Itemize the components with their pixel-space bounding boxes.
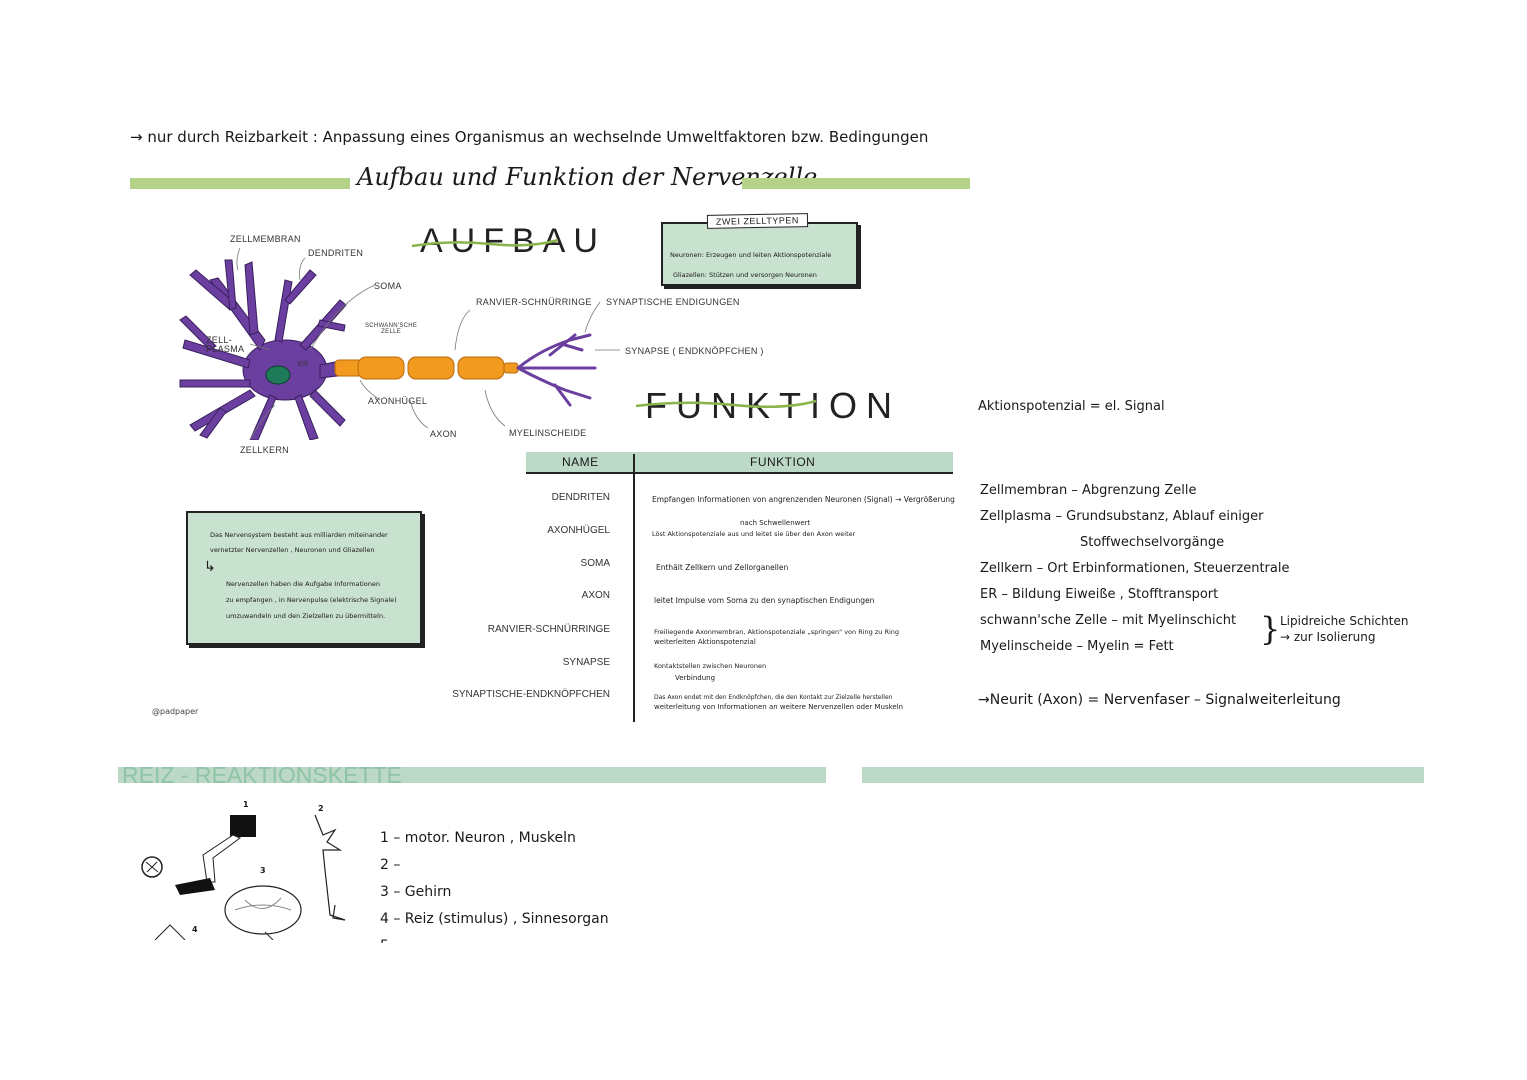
table-row-funktion: Das Axon endet mit den Endknöpfchen, die… xyxy=(654,694,892,701)
table-row-note: Verbindung xyxy=(675,674,715,682)
function-table: NAME FUNKTION DENDRITEN AXONHÜGEL SOMA A… xyxy=(470,452,955,727)
note-zellkern: Zellkern – Ort Erbinformationen, Steuerz… xyxy=(980,556,1520,582)
title-bar-left xyxy=(130,178,350,189)
table-row-funktion: Freiliegende Axonmembran, Aktionspotenzi… xyxy=(654,628,899,636)
fig-number: 4 xyxy=(192,925,198,934)
table-row-funktion: Kontaktstellen zwischen Neuronen xyxy=(654,662,766,670)
table-row-funktion: Empfangen Informationen von angrenzenden… xyxy=(652,495,955,504)
table-row-note: weiterleiten Aktionspotenzial xyxy=(654,638,756,646)
table-row-name: SYNAPTISCHE-ENDKNÖPFCHEN xyxy=(450,689,610,700)
note-aktionspotenzial: Aktionspotenzial = el. Signal xyxy=(978,399,1165,414)
nervensystem-box: Das Nervensystem besteht aus milliarden … xyxy=(186,511,422,645)
table-row-name: AXONHÜGEL xyxy=(500,525,610,536)
table-row-name: AXON xyxy=(500,590,610,601)
table-row-funktion: Löst Aktionspotenziale aus und leitet si… xyxy=(652,530,855,538)
note-neurit: →Neurit (Axon) = Nervenfaser – Signalwei… xyxy=(978,692,1341,708)
right-notes: Zellmembran – Abgrenzung Zelle Zellplasm… xyxy=(980,478,1520,668)
note-er: ER – Bildung Eiweiße , Stofftransport xyxy=(980,582,1520,608)
table-row-name: SYNAPSE xyxy=(500,657,610,668)
note-schwann: schwann'sche Zelle – mit Myelinschicht xyxy=(980,608,1520,634)
intro-text: nur durch Reizbarkeit : Anpassung eines … xyxy=(147,128,928,146)
note-zellplasma: Zellplasma – Grundsubstanz, Ablauf einig… xyxy=(980,504,1520,530)
nervensystem-line1: Das Nervensystem besteht aus milliarden … xyxy=(210,531,388,539)
note-myelin: Myelinscheide – Myelin = Fett xyxy=(980,634,1520,660)
table-row-name: DENDRITEN xyxy=(500,492,610,503)
reiz-bar-right xyxy=(862,767,1424,783)
table-header-funktion: FUNKTION xyxy=(750,455,815,469)
list-item: 1 – motor. Neuron , Muskeln xyxy=(380,825,700,852)
table-row-name: SOMA xyxy=(500,558,610,569)
list-item: 2 – xyxy=(380,852,700,879)
nervensystem-line3: Nervenzellen haben die Aufgabe Informati… xyxy=(226,580,380,588)
reiz-list: 1 – motor. Neuron , Muskeln 2 – 3 – Gehi… xyxy=(380,825,700,943)
title-bar-right xyxy=(742,178,970,189)
arrow-icon: → xyxy=(130,128,143,146)
zelltypen-box: Neuronen: Erzeugen und leiten Aktionspot… xyxy=(661,222,858,286)
curved-arrow-icon: ↳ xyxy=(204,559,216,575)
fig-number: 1 xyxy=(243,800,249,809)
nervensystem-line5: umzuwandeln und den Zielzellen zu übermi… xyxy=(226,612,385,620)
reiz-illustration xyxy=(135,800,365,940)
brace-icon: } xyxy=(1260,613,1280,645)
fig-number: 2 xyxy=(318,804,324,813)
list-item: 4 – Reiz (stimulus) , Sinnesorgan xyxy=(380,906,700,933)
fig-number: 3 xyxy=(260,866,266,875)
note-zellplasma-cont: Stoffwechselvorgänge xyxy=(980,530,1520,556)
table-row-funktion: Enthält Zellkern und Zellorganellen xyxy=(656,563,788,572)
table-row-funktion: leitet Impulse vom Soma zu den synaptisc… xyxy=(654,596,874,605)
table-row-name: RANVIER-SCHNÜRRINGE xyxy=(470,624,610,635)
zelltypen-line2: Gliazellen: Stützen und versorgen Neuron… xyxy=(673,271,817,279)
nervensystem-line4: zu empfangen , in Nervenpulse (elektrisc… xyxy=(226,596,397,604)
credit: @padpaper xyxy=(152,707,198,716)
table-name-column: DENDRITEN AXONHÜGEL SOMA AXON RANVIER-SC… xyxy=(500,452,610,722)
reiz-heading: REIZ - REAKTIONSKETTE xyxy=(122,762,402,789)
note-brace-line2: → zur Isolierung xyxy=(1280,630,1375,644)
note-zellmembran: Zellmembran – Abgrenzung Zelle xyxy=(980,478,1520,504)
zelltypen-header: ZWEI ZELLTYPEN xyxy=(707,213,808,229)
table-row-note: nach Schwellenwert xyxy=(740,519,810,527)
list-item: 3 – Gehirn xyxy=(380,879,700,906)
intro-line: → nur durch Reizbarkeit : Anpassung eine… xyxy=(130,128,928,146)
zelltypen-line1: Neuronen: Erzeugen und leiten Aktionspot… xyxy=(670,251,831,259)
note-brace-line1: Lipidreiche Schichten xyxy=(1280,614,1408,628)
list-item: 5 – xyxy=(380,933,700,943)
funktion-underline xyxy=(634,396,819,416)
table-row-note: weiterleitung von Informationen an weite… xyxy=(654,703,924,712)
label-leader-lines xyxy=(200,240,650,450)
table-divider-vertical xyxy=(633,454,635,722)
nervensystem-line2: vernetzter Nervenzellen , Neuronen und G… xyxy=(210,546,375,554)
